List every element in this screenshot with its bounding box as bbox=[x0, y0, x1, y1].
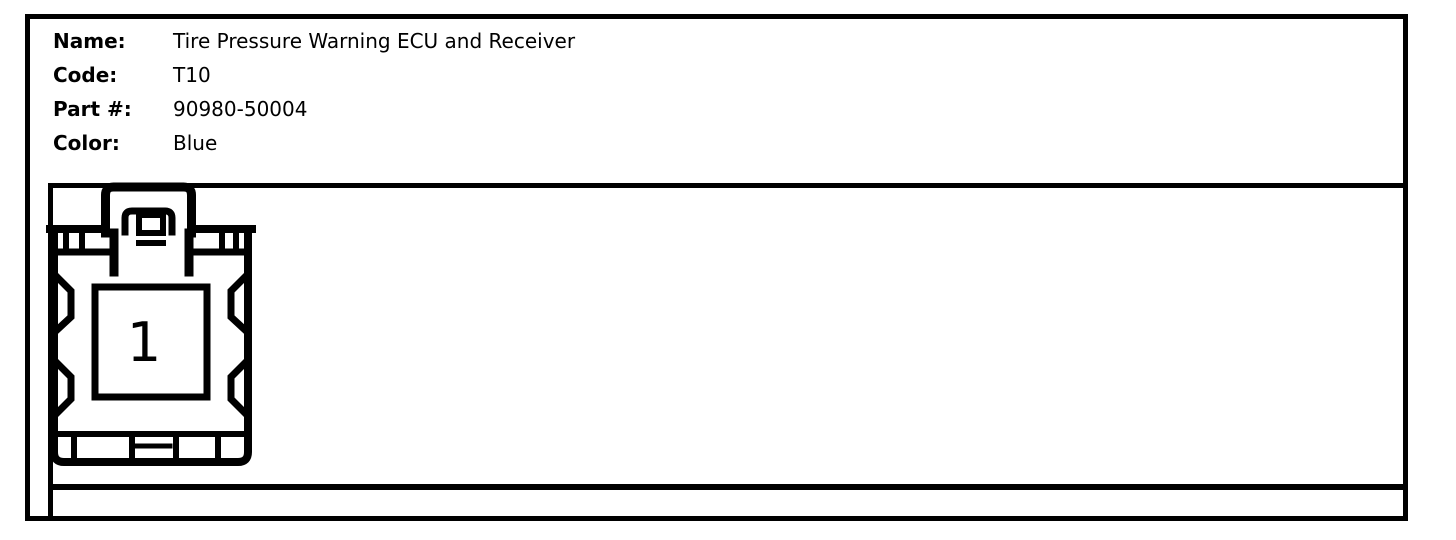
side-bevel bbox=[53, 273, 75, 334]
pin-cavity-1 bbox=[91, 283, 211, 401]
side-bevel bbox=[227, 273, 249, 334]
info-row-part-number: Part #: 90980-50004 bbox=[53, 92, 753, 126]
latch-center-slot bbox=[136, 212, 166, 236]
code-label: Code: bbox=[53, 63, 118, 87]
latch-inner-frame bbox=[121, 207, 176, 236]
side-bevel bbox=[227, 359, 249, 417]
connector-diagram: 1 bbox=[46, 182, 256, 466]
part-number-label: Part #: bbox=[53, 97, 132, 121]
color-value: Blue bbox=[173, 131, 218, 155]
panel-divider-line bbox=[48, 484, 1408, 490]
connector-info-block: Name: Tire Pressure Warning ECU and Rece… bbox=[53, 24, 753, 160]
code-value: T10 bbox=[173, 63, 211, 87]
name-label: Name: bbox=[53, 29, 126, 53]
pin-number-label: 1 bbox=[127, 311, 161, 374]
info-row-color: Color: Blue bbox=[53, 126, 753, 160]
name-value: Tire Pressure Warning ECU and Receiver bbox=[173, 29, 576, 53]
info-row-code: Code: T10 bbox=[53, 58, 753, 92]
side-bevel bbox=[53, 359, 75, 417]
part-number-value: 90980-50004 bbox=[173, 97, 308, 121]
info-row-name: Name: Tire Pressure Warning ECU and Rece… bbox=[53, 24, 753, 58]
connector-display-panel bbox=[48, 183, 1408, 521]
color-label: Color: bbox=[53, 131, 120, 155]
